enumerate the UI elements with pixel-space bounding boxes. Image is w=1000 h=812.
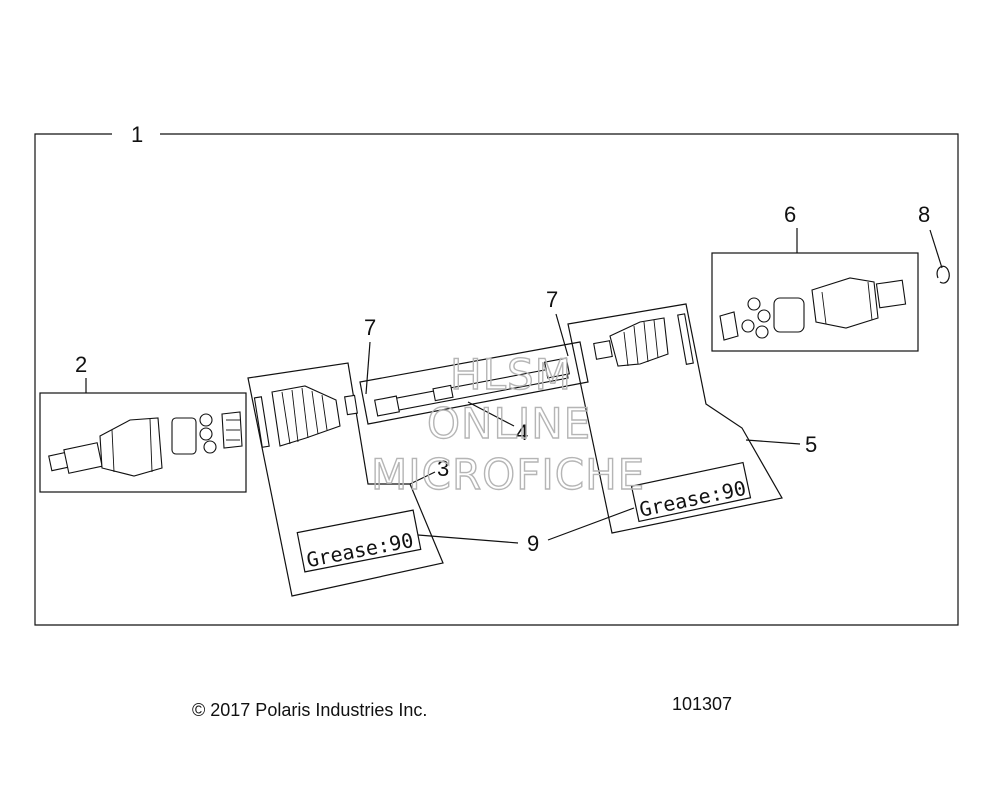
cv-joint-inner-icon	[719, 277, 907, 341]
callout-6[interactable]: 6	[784, 202, 796, 227]
watermark: HLSM ONLINE MICROFICHE	[370, 349, 645, 499]
cv-joint-outer-icon	[48, 411, 243, 477]
callout-9[interactable]: 9	[527, 531, 539, 556]
cv-joint-inner-group[interactable]	[711, 228, 919, 352]
boot-kit-icon	[593, 313, 694, 367]
callout-4[interactable]: 4	[516, 420, 528, 445]
callout-8[interactable]: 8	[918, 202, 930, 227]
callout-5[interactable]: 5	[805, 432, 817, 457]
assembly-frame	[34, 133, 959, 626]
callout-2[interactable]: 2	[75, 352, 87, 377]
grease-label-left: Grease:90	[304, 528, 415, 572]
boot-kit-icon	[253, 385, 358, 448]
svg-text:MICROFICHE: MICROFICHE	[371, 450, 645, 499]
axle-shaft-icon	[374, 357, 570, 417]
cv-joint-outer-group[interactable]	[39, 378, 247, 493]
figure-number: 101307	[672, 694, 732, 714]
copyright-text: © 2017 Polaris Industries Inc.	[192, 700, 427, 720]
callout-3[interactable]: 3	[437, 456, 449, 481]
svg-text:ONLINE: ONLINE	[427, 399, 591, 448]
callout-1[interactable]: 1	[131, 122, 143, 147]
svg-text:HLSM: HLSM	[450, 350, 572, 399]
callout-7-left[interactable]: 7	[364, 315, 376, 340]
axle-shaft-group[interactable]	[359, 341, 589, 425]
circlip-icon	[936, 265, 950, 284]
grease-label-right: Grease:90	[637, 476, 748, 522]
callout-7-right[interactable]: 7	[546, 287, 558, 312]
